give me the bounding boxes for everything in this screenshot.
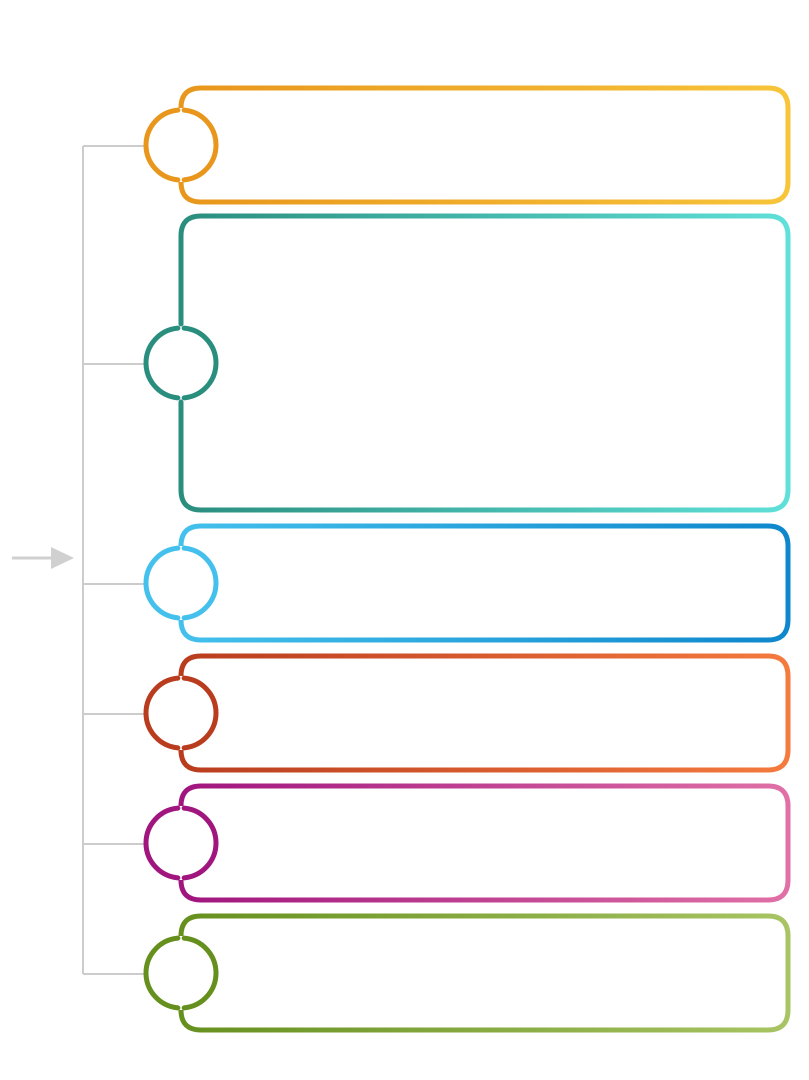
card-3 <box>143 523 791 643</box>
card-5 <box>143 783 791 903</box>
step-circle <box>143 325 219 401</box>
connector-lines <box>82 145 146 975</box>
step-circle <box>143 805 219 881</box>
card-border <box>178 523 791 643</box>
card-1 <box>143 85 791 205</box>
arrow-icon <box>51 547 74 569</box>
step-circle <box>143 545 219 621</box>
card-2 <box>143 213 791 513</box>
card-4 <box>143 653 791 773</box>
card-border <box>178 85 791 205</box>
step-circle <box>143 935 219 1011</box>
step-circle <box>143 107 219 183</box>
card-6 <box>143 913 791 1033</box>
card-border <box>178 913 791 1033</box>
card-border <box>178 653 791 773</box>
card-border <box>178 783 791 903</box>
step-circle <box>143 675 219 751</box>
card-border <box>178 213 791 513</box>
